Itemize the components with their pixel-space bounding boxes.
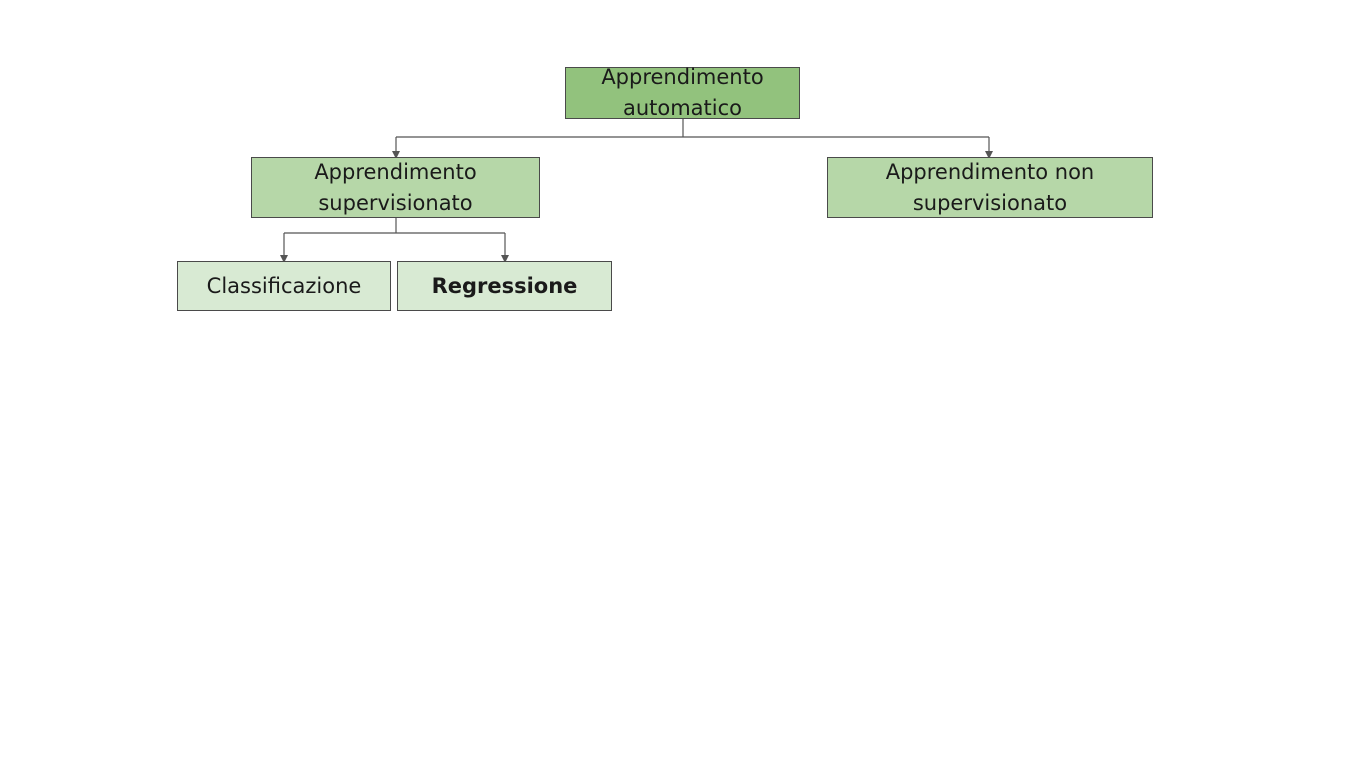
- node-unsupervised-learning-line1: Apprendimento non: [885, 159, 1095, 184]
- node-machine-learning: Apprendimento automatico: [565, 65, 800, 120]
- node-classification-label: Classificazione: [206, 273, 362, 298]
- node-classification: Classificazione: [177, 261, 391, 311]
- node-regression: Regressione: [397, 261, 612, 311]
- node-supervised-learning: Apprendimento supervisionato: [251, 157, 540, 218]
- node-regression-label: Regressione: [431, 273, 578, 298]
- node-supervised-learning-line1: Apprendimento: [314, 159, 477, 184]
- node-unsupervised-learning-line2: supervisionato: [912, 190, 1068, 215]
- node-machine-learning-line2: automatico: [622, 96, 743, 120]
- node-unsupervised-learning: Apprendimento non supervisionato: [827, 157, 1153, 218]
- node-machine-learning-line1: Apprendimento: [601, 65, 764, 89]
- node-supervised-learning-line2: supervisionato: [318, 190, 473, 215]
